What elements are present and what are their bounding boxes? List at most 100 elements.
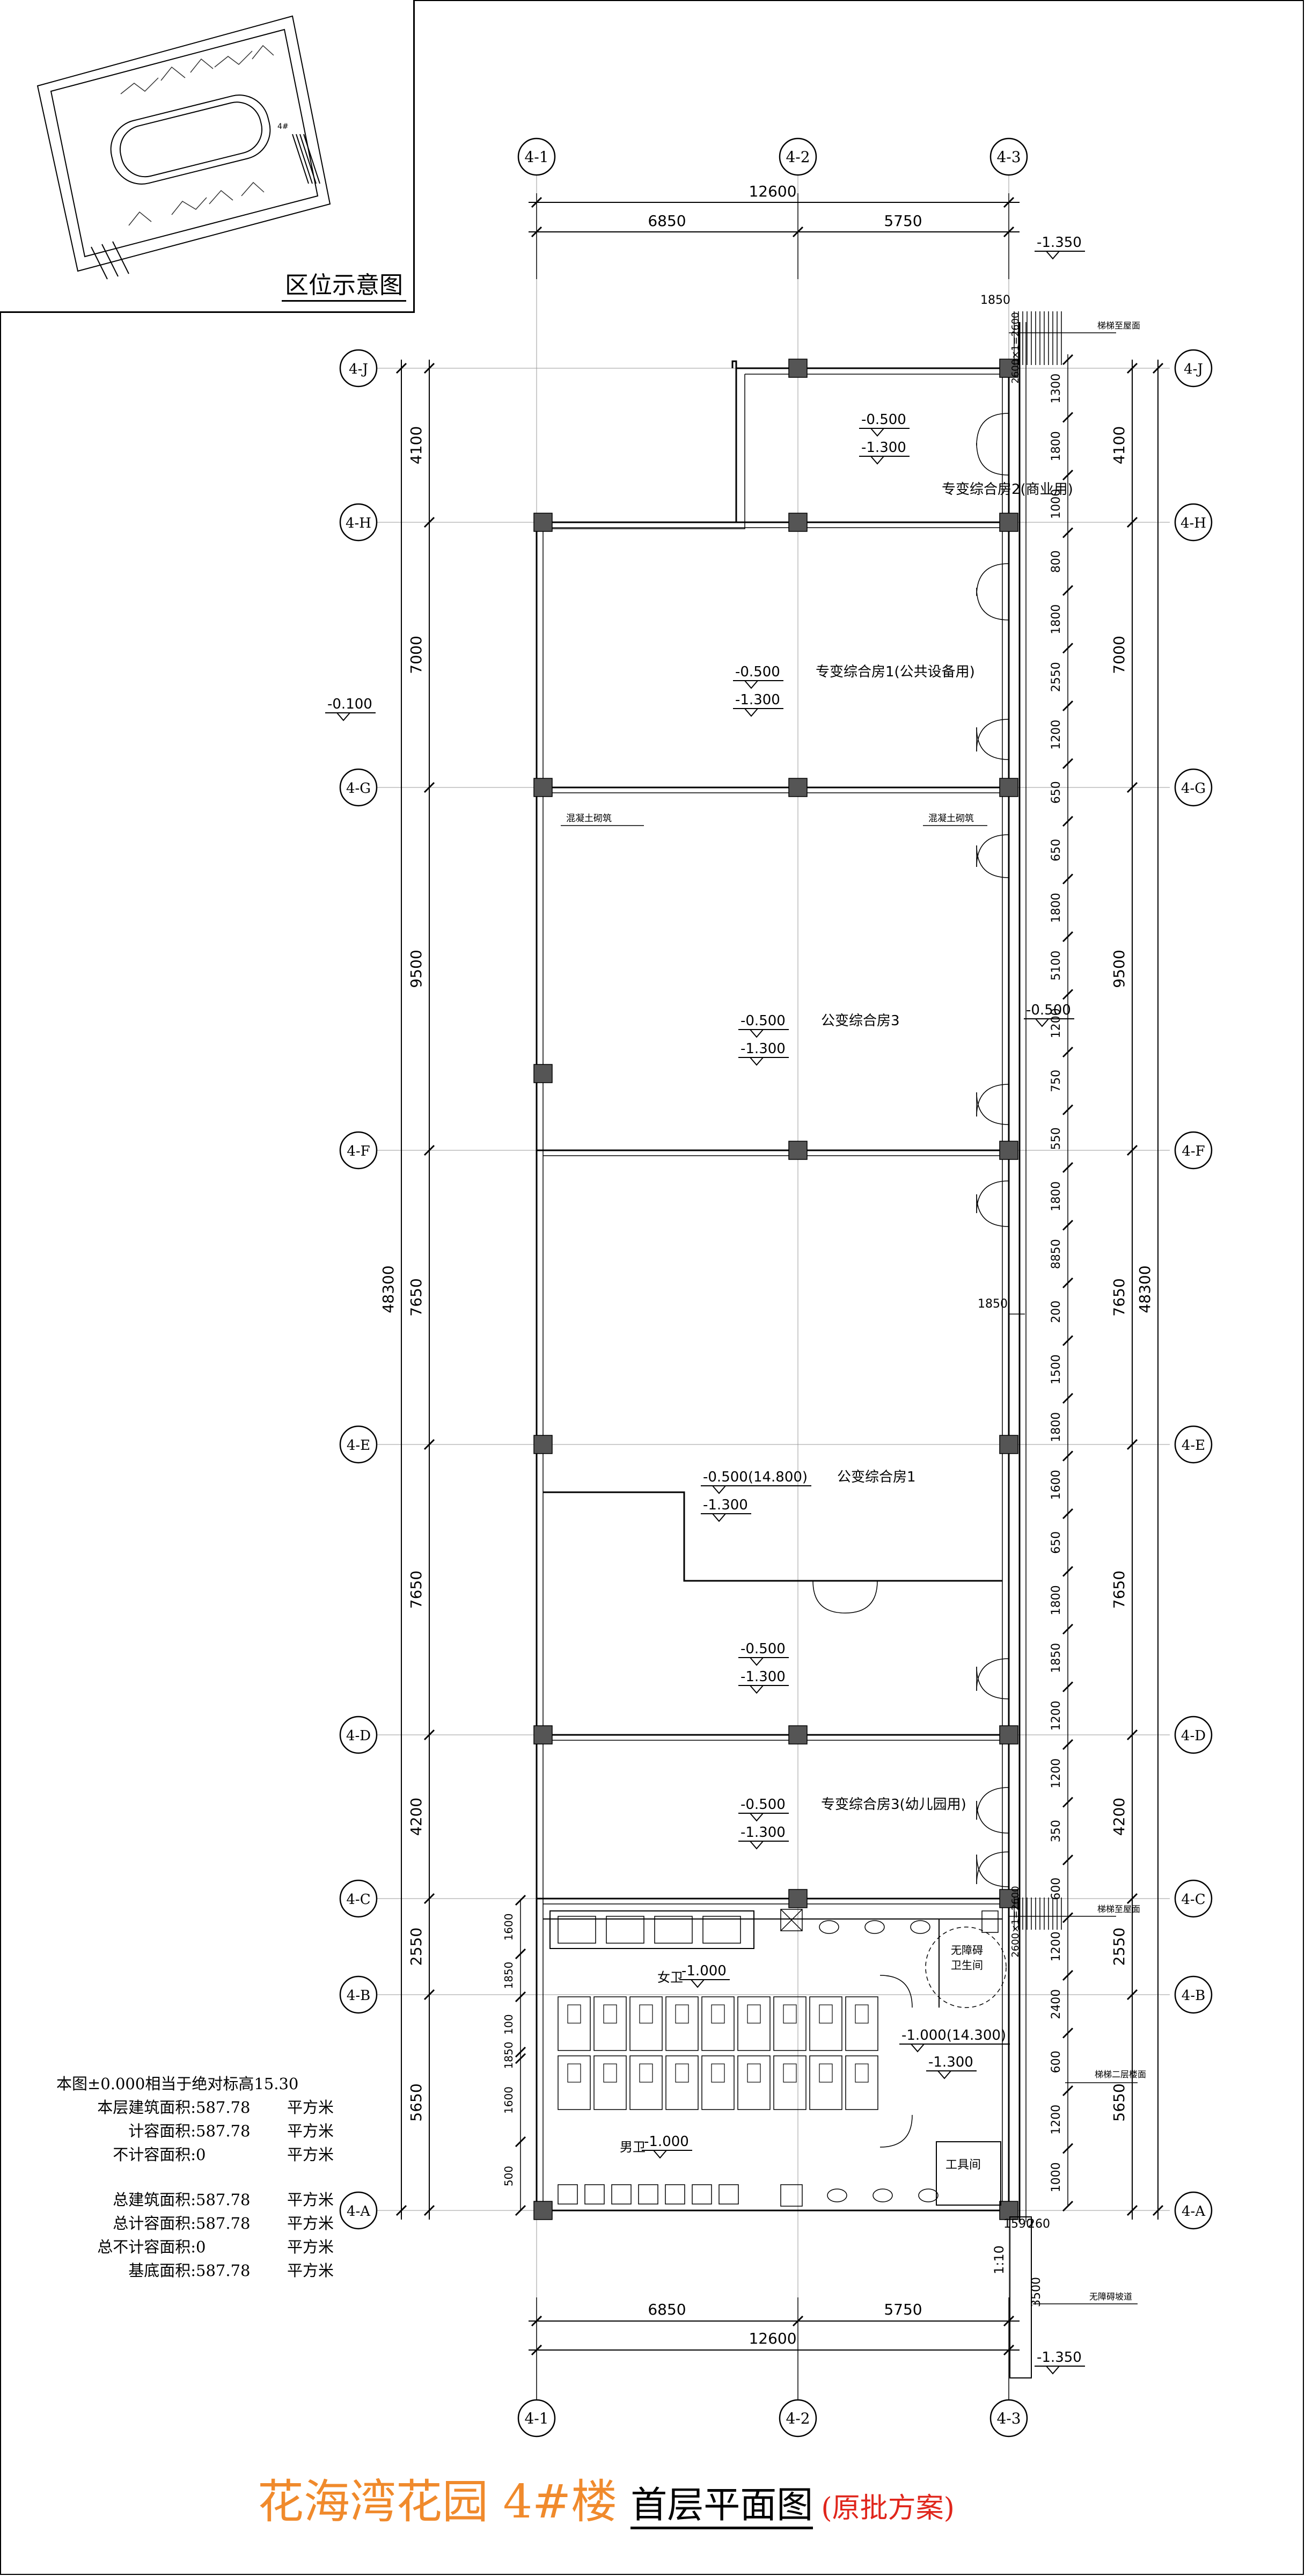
- dim-left-segment: 5650: [407, 2083, 425, 2121]
- parapet-corner: [731, 360, 737, 368]
- elev-outside-left-triangle: [336, 712, 350, 721]
- room-elev-6-triangle: [750, 1813, 764, 1822]
- wc-urinal: [606, 1916, 644, 1944]
- wc-stall: [593, 1996, 627, 2051]
- dim-right-detail-value: 1800: [1050, 604, 1063, 634]
- dimension-tick: [1126, 2205, 1138, 2216]
- wc-stall: [558, 2055, 591, 2110]
- wc-male-elev: -1.000: [644, 2134, 689, 2150]
- dimension-tick: [1062, 1162, 1074, 1173]
- dim-right-detail-value: 1200: [1050, 1008, 1063, 1038]
- dim-right-detail-value: 1200: [1050, 1931, 1063, 1961]
- area-unit: 平方米: [287, 2238, 334, 2256]
- door-swing: [976, 413, 1009, 446]
- structural-column: [999, 1889, 1018, 1908]
- dimension-tick: [423, 516, 435, 528]
- area-value: 587.78: [196, 2214, 251, 2232]
- wc-toilet: [675, 2004, 689, 2024]
- grid-bubble-label: 4-D: [1181, 1728, 1206, 1744]
- room-name-1: 专变综合房2(商业用): [942, 481, 1073, 498]
- ramp-tag: 无障碍坡道: [1089, 2292, 1132, 2302]
- dimension-tick: [515, 1991, 526, 2003]
- structural-column: [999, 359, 1018, 378]
- dimension-tick: [515, 2053, 526, 2064]
- structural-column: [999, 1725, 1018, 1745]
- grid-bubble-label: 4-B: [347, 1988, 370, 2004]
- wc-urinal-bottom: [638, 2184, 658, 2205]
- grid-bubble-label: 4-H: [346, 515, 371, 531]
- wc-lobby-floor-triangle: [937, 2070, 951, 2079]
- dim-right-detail-value: 1000: [1050, 489, 1063, 519]
- grid-bubble-label: 4-3: [996, 2410, 1021, 2427]
- dim-right-detail-value: 1800: [1050, 1412, 1063, 1442]
- dim-right-detail-value: 600: [1050, 2050, 1063, 2073]
- outer-wall-west: [536, 368, 737, 2217]
- key-map-panel: 4# 区位示意图: [0, 0, 415, 313]
- door-swing: [976, 1851, 1009, 1885]
- wc-basin: [910, 1920, 930, 1934]
- elev-outside-left: -0.100: [327, 696, 372, 712]
- elev-outside-top: -1.350: [1037, 235, 1082, 251]
- dim-bottom-right-a: 1590: [1003, 2217, 1033, 2231]
- wc-toilet: [675, 2063, 689, 2083]
- key-map-drawing: 4#: [36, 15, 331, 280]
- shaft-tag-left: 混凝土砌筑: [566, 813, 612, 824]
- wc-accessible-label-2: 卫生间: [951, 1959, 983, 1972]
- room-floor-2-triangle: [744, 708, 758, 717]
- ramp-outline: [1009, 2216, 1032, 2378]
- drawing-title-block: 花海湾花园 4#楼 首层平面图 (原批方案): [258, 2464, 955, 2529]
- dim-bottom-right-b: 260: [1028, 2217, 1050, 2231]
- dim-right-detail-value: 650: [1050, 781, 1063, 804]
- dim-right-detail-value: 800: [1050, 550, 1063, 573]
- dimension-tick: [1062, 585, 1074, 596]
- grid-bubble: [339, 503, 378, 542]
- area-value: 0: [196, 2146, 206, 2164]
- dim-right-detail-value: 1500: [1050, 1354, 1063, 1384]
- room-elev-5-triangle: [750, 1657, 764, 1666]
- room-elev-6: -0.500: [741, 1797, 786, 1813]
- dimension-tick: [1126, 1729, 1138, 1741]
- dimension-tick: [1062, 2027, 1074, 2039]
- dimension-tick: [1062, 758, 1074, 769]
- grid-bubble: [1174, 1425, 1213, 1464]
- dimension-tick: [1062, 873, 1074, 885]
- wc-stall: [629, 2055, 663, 2110]
- wc-stall: [773, 1996, 807, 2051]
- grid-bubble-label: 4-C: [1181, 1892, 1205, 1908]
- grid-bubble-label: 4-C: [346, 1892, 370, 1908]
- structural-column: [788, 778, 808, 797]
- wc-lobby-floor: -1.300: [928, 2054, 973, 2070]
- dimension-tick: [515, 2136, 526, 2148]
- area-label: 本层建筑面积:: [97, 2098, 196, 2117]
- dim-right-detail-value: 1300: [1050, 374, 1063, 404]
- door-swing: [976, 845, 1009, 878]
- room-name-4: 公变综合房1: [837, 1469, 916, 1485]
- dimension-tick: [423, 2205, 435, 2216]
- room-name-3: 公变综合房3: [821, 1013, 900, 1029]
- dim-right-detail-value: 750: [1050, 1070, 1063, 1092]
- grid-bubble-label: 4-J: [349, 361, 368, 377]
- grid-bubble: [339, 2191, 378, 2230]
- dim-right-detail-value: 1200: [1050, 1758, 1063, 1789]
- wc-toilet: [783, 2004, 797, 2024]
- wc-toilet: [603, 2004, 617, 2024]
- dimension-tick: [423, 362, 435, 374]
- room-name-2: 专变综合房1(公共设备用): [816, 664, 975, 680]
- dim-right-total: 48300: [1136, 1265, 1154, 1313]
- wc-stall: [737, 1996, 771, 2051]
- door-swing: [976, 834, 1009, 867]
- grid-bubble-label: 4-J: [1184, 361, 1203, 377]
- dimension-tick: [1062, 2085, 1074, 2097]
- grid-bubble: [1174, 1131, 1213, 1170]
- dimension-tick: [515, 2205, 526, 2216]
- grid-bubble-label: 4-A: [347, 2203, 371, 2220]
- wc-toilet: [747, 2063, 761, 2083]
- grid-bubble: [339, 768, 378, 807]
- door-swing: [976, 1194, 1009, 1227]
- elev-corridor-triangle: [1035, 1018, 1049, 1027]
- dim-wc-left: 100: [502, 2014, 515, 2034]
- grid-bubble-label: 4-1: [524, 2410, 548, 2427]
